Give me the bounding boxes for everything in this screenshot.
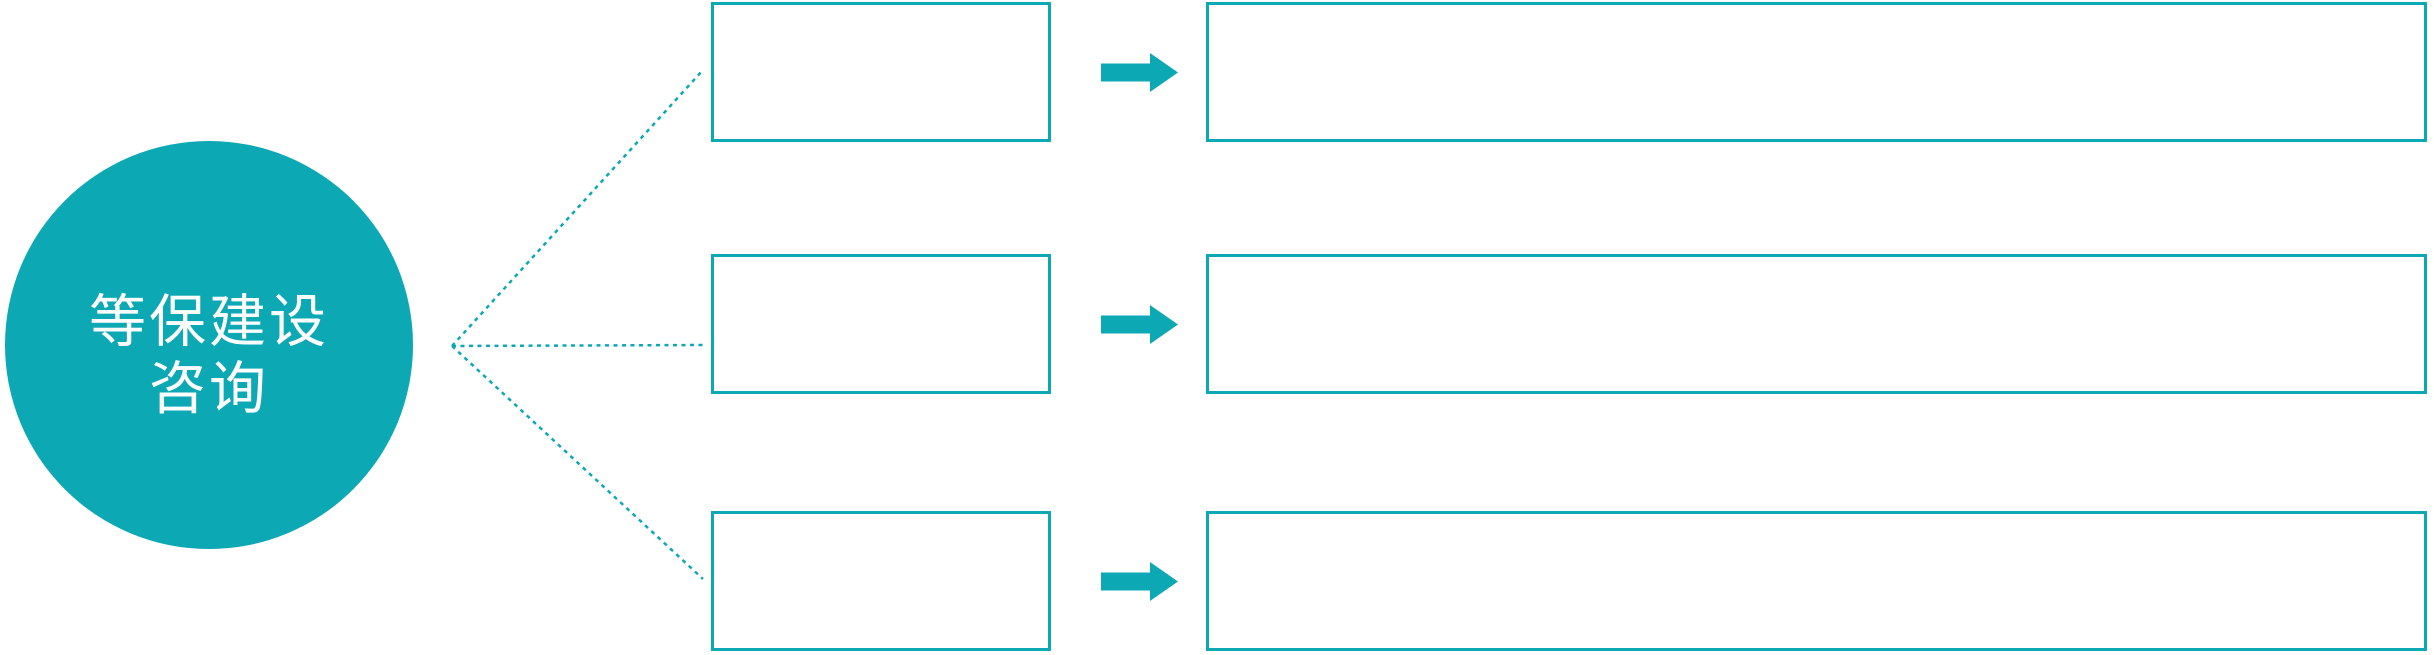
detail-box-3 — [1206, 511, 2427, 651]
category-box-3 — [711, 511, 1051, 651]
dotted-connector-middle — [451, 343, 704, 348]
dotted-connector-bottom — [451, 345, 704, 580]
detail-box-2 — [1206, 254, 2427, 394]
category-box-2 — [711, 254, 1051, 394]
category-box-1 — [711, 2, 1051, 142]
root-node-label-line2: 咨询 — [149, 357, 269, 421]
right-arrow-icon-2 — [1101, 305, 1178, 344]
dotted-connector-top — [451, 69, 704, 347]
right-arrow-icon-3 — [1101, 562, 1178, 601]
detail-box-1 — [1206, 2, 2427, 142]
root-node-circle: 等保建设 咨询 — [5, 141, 413, 549]
root-node-label-line1: 等保建设 — [89, 290, 329, 354]
right-arrow-icon-1 — [1101, 53, 1178, 92]
